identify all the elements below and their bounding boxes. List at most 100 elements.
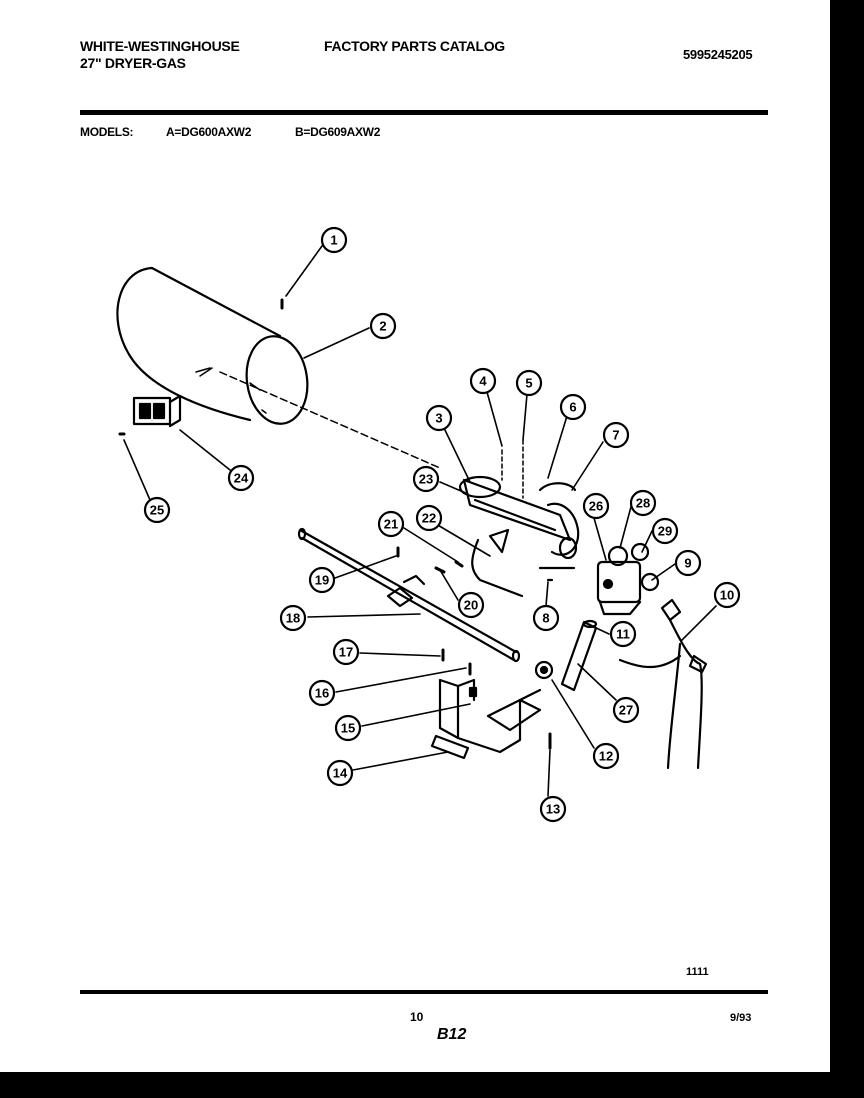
callout-number: 28 [636,496,650,511]
callout-circle [559,393,587,421]
callout-11: 11 [609,620,637,648]
callout-circle [143,496,171,524]
callout-circle [369,312,397,340]
callout-circle [592,742,620,770]
callout-28: 28 [629,489,657,517]
callout-number: 3 [435,411,442,426]
callout-29: 29 [651,517,679,545]
callout-number: 10 [720,588,734,603]
callout-26: 26 [582,492,610,520]
model-b: B=DG609AXW2 [295,125,381,139]
callout-circle [308,679,336,707]
burner-funnel-drawing [116,266,309,425]
diagram-code: 1111 [686,966,709,978]
callout-5: 5 [515,369,543,397]
callout-circle [334,714,362,742]
callout-circle [612,696,640,724]
callout-number: 16 [315,686,329,701]
callout-circle [469,367,497,395]
callout-18: 18 [279,604,307,632]
callout-17: 17 [332,638,360,666]
model-a: A=DG600AXW2 [166,125,252,139]
revision-date: 9/93 [730,1012,752,1024]
callout-7: 7 [602,421,630,449]
igniter-wire [471,538,524,598]
callout-circle [320,226,348,254]
callout-number: 29 [658,524,672,539]
callout-circle [227,464,255,492]
callout-19: 19 [308,566,336,594]
callout-circle [539,795,567,823]
callout-number: 27 [619,703,633,718]
callout-circle [532,604,560,632]
callout-4: 4 [469,367,497,395]
callout-number: 6 [569,400,576,415]
callout-number: 22 [422,511,436,526]
callout-circle [602,421,630,449]
wire-harness-drawing [618,598,708,770]
callout-23: 23 [412,465,440,493]
footer-rule [80,990,768,994]
callout-number: 21 [384,517,398,532]
gas-valve-drawing [596,542,660,616]
callout-circle [674,549,702,577]
callout-14: 14 [326,759,354,787]
page-number: 10 [410,1010,424,1024]
brand-name: WHITE-WESTINGHOUSE [80,38,240,54]
callout-number: 25 [150,503,164,518]
callout-circle [412,465,440,493]
callout-circle [332,638,360,666]
callout-number: 11 [616,627,630,642]
callout-number: 23 [419,472,433,487]
callout-25: 25 [143,496,171,524]
callout-number: 19 [315,573,329,588]
callout-number: 20 [464,598,478,613]
callout-number: 5 [525,376,532,391]
assembly-axis [219,371,441,469]
callout-3: 3 [425,404,453,432]
section-label: B12 [437,1026,467,1043]
callout-circle [279,604,307,632]
callout-22: 22 [415,504,443,532]
callout-21: 21 [377,510,405,538]
callout-circle [713,581,741,609]
callout-leaders [123,245,717,797]
callout-number: 1 [330,233,337,248]
callout-circle [377,510,405,538]
callout-circle [308,566,336,594]
callout-1: 1 [320,226,348,254]
gas-tube-drawing [297,527,521,663]
callout-number: 12 [599,749,613,764]
callout-15: 15 [334,714,362,742]
header-rule [80,110,768,115]
callout-circle [629,489,657,517]
callout-number: 9 [684,556,691,571]
callout-24: 24 [227,464,255,492]
callout-8: 8 [532,604,560,632]
callout-16: 16 [308,679,336,707]
callout-number: 14 [333,766,348,781]
callout-number: 18 [286,611,300,626]
callout-number: 13 [546,802,560,817]
callout-number: 8 [542,611,549,626]
catalog-number: 5995245205 [683,47,753,62]
callout-circle [515,369,543,397]
product-name: 27" DRYER-GAS [80,55,186,71]
callout-number: 26 [589,499,603,514]
callout-2: 2 [369,312,397,340]
callout-number: 17 [339,645,353,660]
callout-9: 9 [674,549,702,577]
callout-12: 12 [592,742,620,770]
callout-number: 15 [341,721,355,736]
callout-circle [651,517,679,545]
callout-circle [582,492,610,520]
callout-circle [326,759,354,787]
callout-number: 2 [379,319,386,334]
callout-number: 7 [612,428,619,443]
mounting-bracket-drawing [430,662,542,760]
parts-catalog-page: WHITE-WESTINGHOUSE 27" DRYER-GAS FACTORY… [0,0,830,1072]
burner-tube-drawing [458,439,580,560]
callout-27: 27 [612,696,640,724]
fitting-drawing [560,619,598,692]
